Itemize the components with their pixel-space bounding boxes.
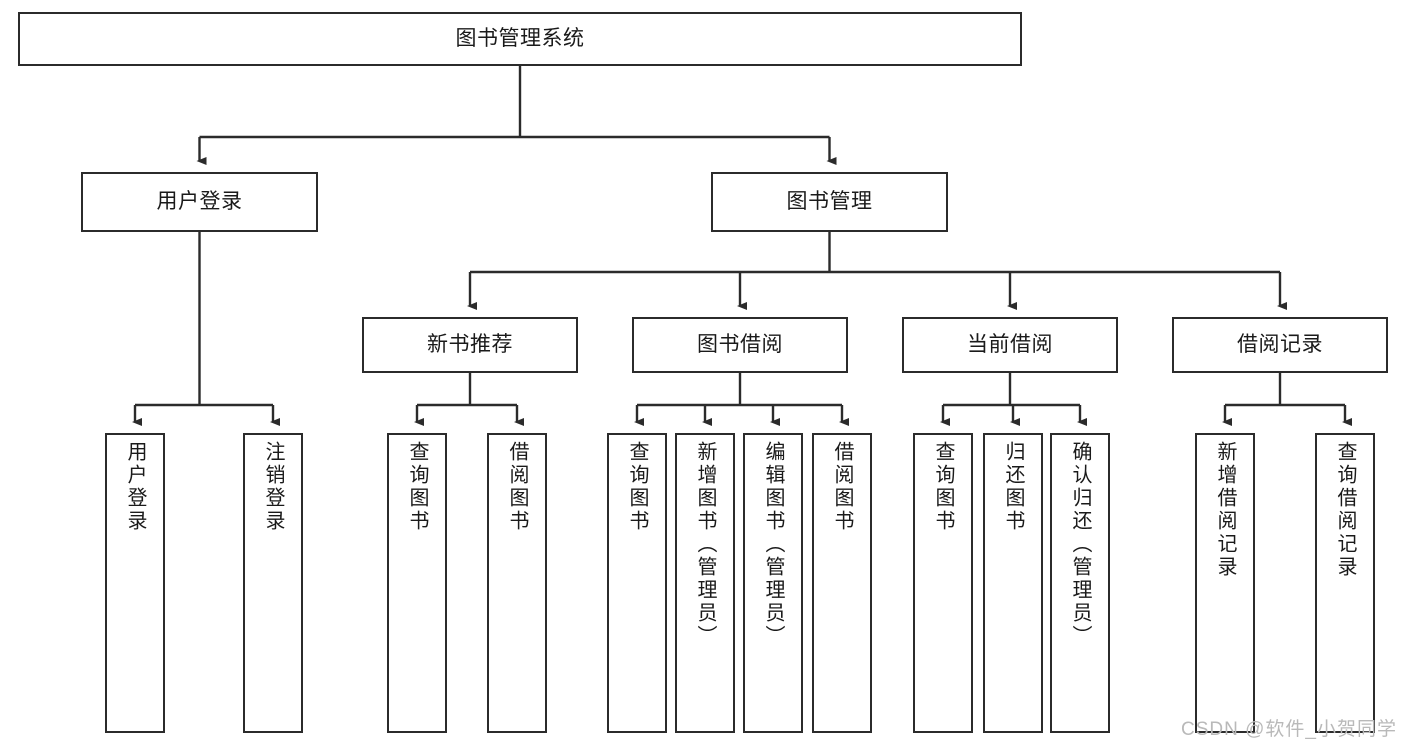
node-label: 借阅记录 — [1237, 332, 1323, 356]
node-box[interactable]: 查询图书 — [913, 433, 973, 733]
node-label: 查询图书 — [932, 441, 954, 533]
node-box[interactable]: 图书管理 — [711, 172, 948, 232]
node-box[interactable]: 当前借阅 — [902, 317, 1118, 373]
node-label: 新增借阅记录 — [1214, 441, 1236, 579]
node-label: 借阅图书 — [506, 441, 528, 533]
node-label: 查询图书 — [406, 441, 428, 533]
node-label: 新书推荐 — [427, 332, 513, 356]
node-box[interactable]: 用户登录 — [105, 433, 165, 733]
node-box[interactable]: 借阅记录 — [1172, 317, 1388, 373]
node-box[interactable]: 新增借阅记录 — [1195, 433, 1255, 733]
node-box[interactable]: 查询图书 — [387, 433, 447, 733]
node-box[interactable]: 注销登录 — [243, 433, 303, 733]
node-label: 注销登录 — [262, 441, 284, 533]
node-box[interactable]: 借阅图书 — [812, 433, 872, 733]
node-box[interactable]: 归还图书 — [983, 433, 1043, 733]
node-label: 用户登录 — [124, 441, 146, 533]
node-label: 图书管理 — [786, 189, 873, 213]
node-box[interactable]: 编辑图书（管理员） — [743, 433, 803, 733]
node-label: 查询借阅记录 — [1334, 441, 1356, 579]
node-box[interactable]: 图书借阅 — [632, 317, 848, 373]
node-box[interactable]: 新书推荐 — [362, 317, 578, 373]
node-label: 当前借阅 — [967, 332, 1053, 356]
node-label: 编辑图书（管理员） — [762, 441, 784, 648]
node-label: 借阅图书 — [831, 441, 853, 533]
node-box[interactable]: 确认归还（管理员） — [1050, 433, 1110, 733]
node-box[interactable]: 图书管理系统 — [18, 12, 1022, 66]
node-box[interactable]: 查询借阅记录 — [1315, 433, 1375, 733]
node-label: 新增图书（管理员） — [694, 441, 716, 648]
node-box[interactable]: 借阅图书 — [487, 433, 547, 733]
node-label: 查询图书 — [626, 441, 648, 533]
node-label: 归还图书 — [1002, 441, 1024, 533]
node-label: 图书借阅 — [697, 332, 783, 356]
node-box[interactable]: 查询图书 — [607, 433, 667, 733]
node-box[interactable]: 用户登录 — [81, 172, 318, 232]
watermark: CSDN @软件_小贺同学 — [1181, 719, 1397, 740]
node-box[interactable]: 新增图书（管理员） — [675, 433, 735, 733]
node-label: 确认归还（管理员） — [1069, 441, 1091, 648]
node-label: 图书管理系统 — [455, 26, 585, 50]
node-label: 用户登录 — [156, 189, 243, 213]
